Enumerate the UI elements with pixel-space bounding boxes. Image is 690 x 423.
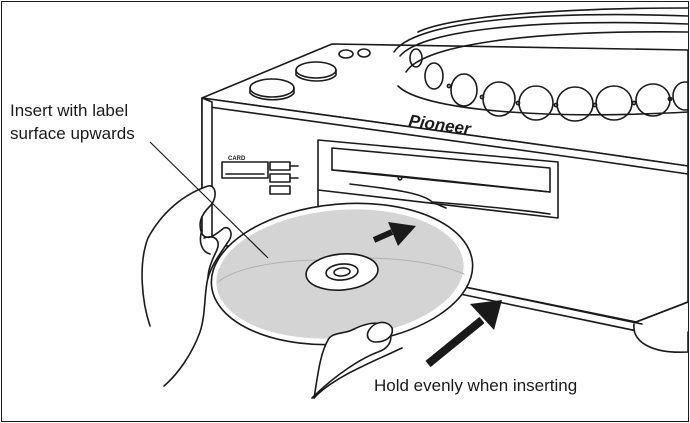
left-hand [141, 185, 232, 387]
insert-callout-line-1: Insert with label [10, 101, 129, 120]
card-slot-panel [221, 161, 299, 195]
jog-wheel [393, 7, 688, 122]
disc-slot [317, 139, 559, 239]
card-slot-label: CARD [228, 156, 246, 162]
right-hand [311, 321, 403, 399]
insert-callout-line-2: surface upwards [10, 124, 135, 143]
insert-callout-text: Insert with label surface upwards [10, 99, 135, 145]
callout-leader-line [149, 141, 269, 259]
arrow-up-right-icon [425, 300, 502, 368]
hold-callout-text: Hold evenly when inserting [374, 376, 578, 395]
arrow-up-right-icon [372, 222, 416, 246]
top-buttons [249, 48, 371, 101]
